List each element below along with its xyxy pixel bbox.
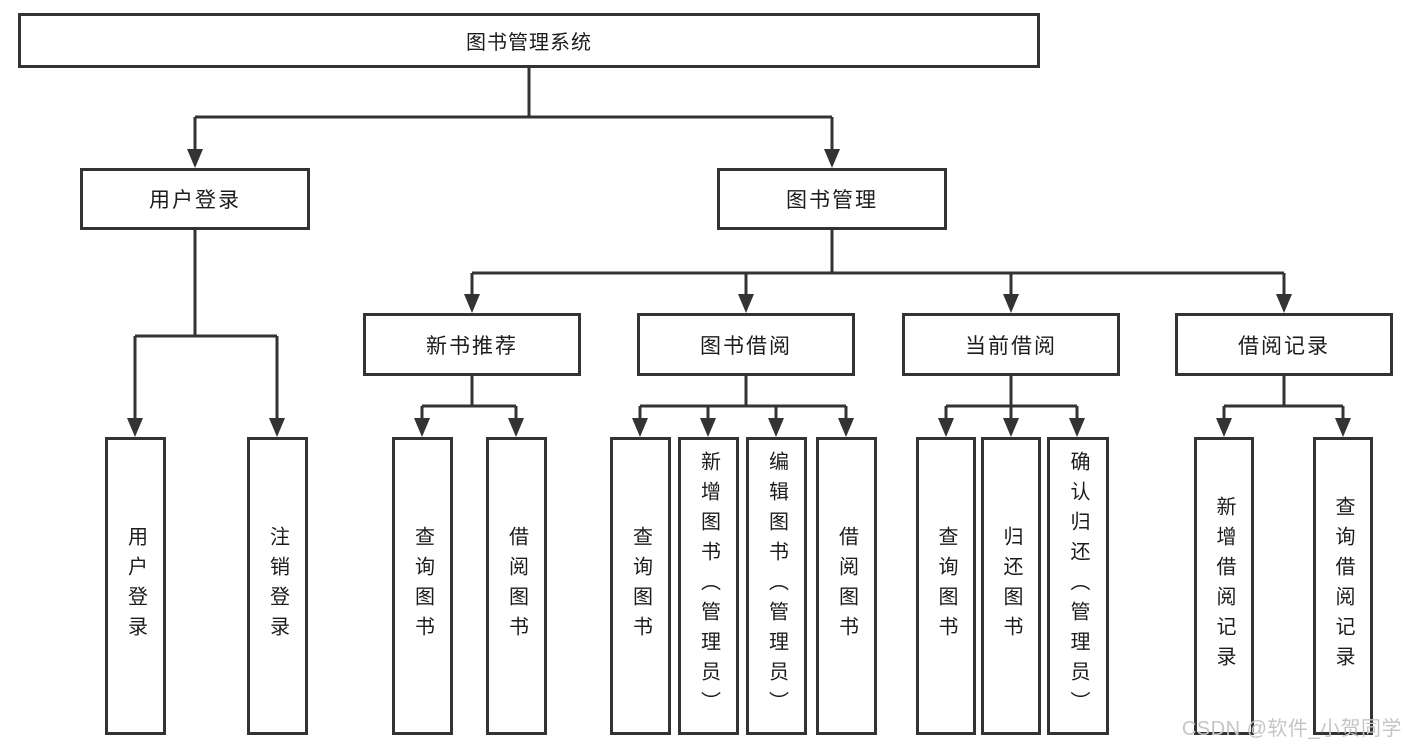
leaf-edit-book-admin: 编辑图书（管理员） — [746, 437, 807, 735]
node-book-borrow: 图书借阅 — [637, 313, 855, 376]
leaf-query-books-3: 查询图书 — [916, 437, 976, 735]
leaf-borrow-books-1: 借阅图书 — [486, 437, 547, 735]
leaf-query-borrow-record: 查询借阅记录 — [1313, 437, 1373, 735]
node-borrow-records: 借阅记录 — [1175, 313, 1393, 376]
node-user-login: 用户登录 — [80, 168, 310, 230]
leaf-query-books-1: 查询图书 — [392, 437, 453, 735]
leaf-confirm-return-admin: 确认归还（管理员） — [1047, 437, 1109, 735]
leaf-user-login: 用户登录 — [105, 437, 166, 735]
node-book-management: 图书管理 — [717, 168, 947, 230]
node-library-management-system: 图书管理系统 — [18, 13, 1040, 68]
node-new-book-recommend: 新书推荐 — [363, 313, 581, 376]
leaf-borrow-books-2: 借阅图书 — [816, 437, 877, 735]
leaf-return-book: 归还图书 — [981, 437, 1041, 735]
watermark: CSDN @软件_小贺同学 — [1181, 718, 1402, 740]
node-current-borrow: 当前借阅 — [902, 313, 1120, 376]
leaf-add-book-admin: 新增图书（管理员） — [678, 437, 739, 735]
leaf-add-borrow-record: 新增借阅记录 — [1194, 437, 1254, 735]
leaf-logout: 注销登录 — [247, 437, 308, 735]
leaf-query-books-2: 查询图书 — [610, 437, 671, 735]
